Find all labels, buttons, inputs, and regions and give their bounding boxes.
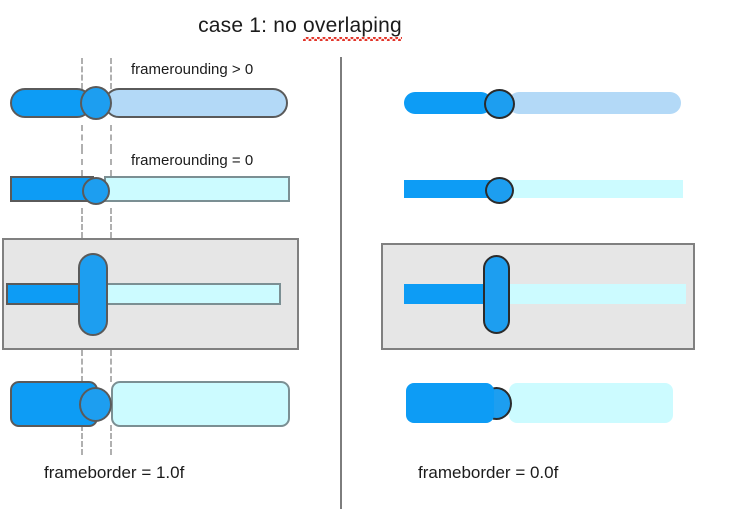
guide-line-b-seg4 [110, 208, 112, 238]
slider-knob[interactable] [82, 177, 110, 205]
slider-grab[interactable] [78, 253, 108, 336]
slider-grab[interactable] [483, 255, 510, 334]
slider-track[interactable] [111, 381, 290, 427]
slider-fill [10, 88, 92, 118]
slider-track[interactable] [509, 383, 673, 423]
slider-fill [404, 92, 492, 114]
guide-line-b-seg3 [110, 148, 112, 176]
slider-knob[interactable] [485, 177, 514, 204]
slider-fill [406, 383, 494, 423]
slider-fill [404, 180, 492, 198]
slider-fill [404, 284, 492, 304]
caption-right-frameborder: frameborder = 0.0f [418, 463, 559, 482]
column-divider [340, 57, 342, 509]
slider-track[interactable] [508, 92, 681, 114]
slider-track[interactable] [104, 88, 288, 118]
guide-line-b-seg1 [110, 58, 112, 89]
slider-fill [10, 176, 94, 202]
guide-line-b-seg2 [110, 125, 112, 150]
slider-knob[interactable] [484, 89, 515, 119]
slider-track[interactable] [104, 283, 281, 305]
guide-line-a-seg2 [81, 125, 83, 150]
slider-knob[interactable] [80, 86, 112, 120]
caption-left-frameborder: frameborder = 1.0f [44, 463, 185, 482]
guide-line-b-seg6 [110, 425, 112, 455]
slider-track[interactable] [509, 284, 686, 304]
slider-track[interactable] [104, 176, 290, 202]
guide-line-a-seg5 [81, 350, 83, 382]
slider-track[interactable] [508, 180, 683, 198]
guide-line-a-seg3 [81, 148, 83, 176]
page-title-misspelled-word: overlaping [303, 14, 402, 41]
label-framerounding-gt-zero: framerounding > 0 [131, 61, 254, 78]
guide-line-a-seg4 [81, 208, 83, 238]
slider-knob[interactable] [79, 387, 112, 422]
label-framerounding-zero: framerounding = 0 [131, 152, 254, 169]
guide-line-b-seg5 [110, 350, 112, 382]
page-title-prefix: case 1: no [198, 14, 304, 37]
guide-line-a-seg1 [81, 58, 83, 89]
guide-line-a-seg6 [81, 425, 83, 455]
page-title: case 1: no overlaping [0, 14, 600, 41]
